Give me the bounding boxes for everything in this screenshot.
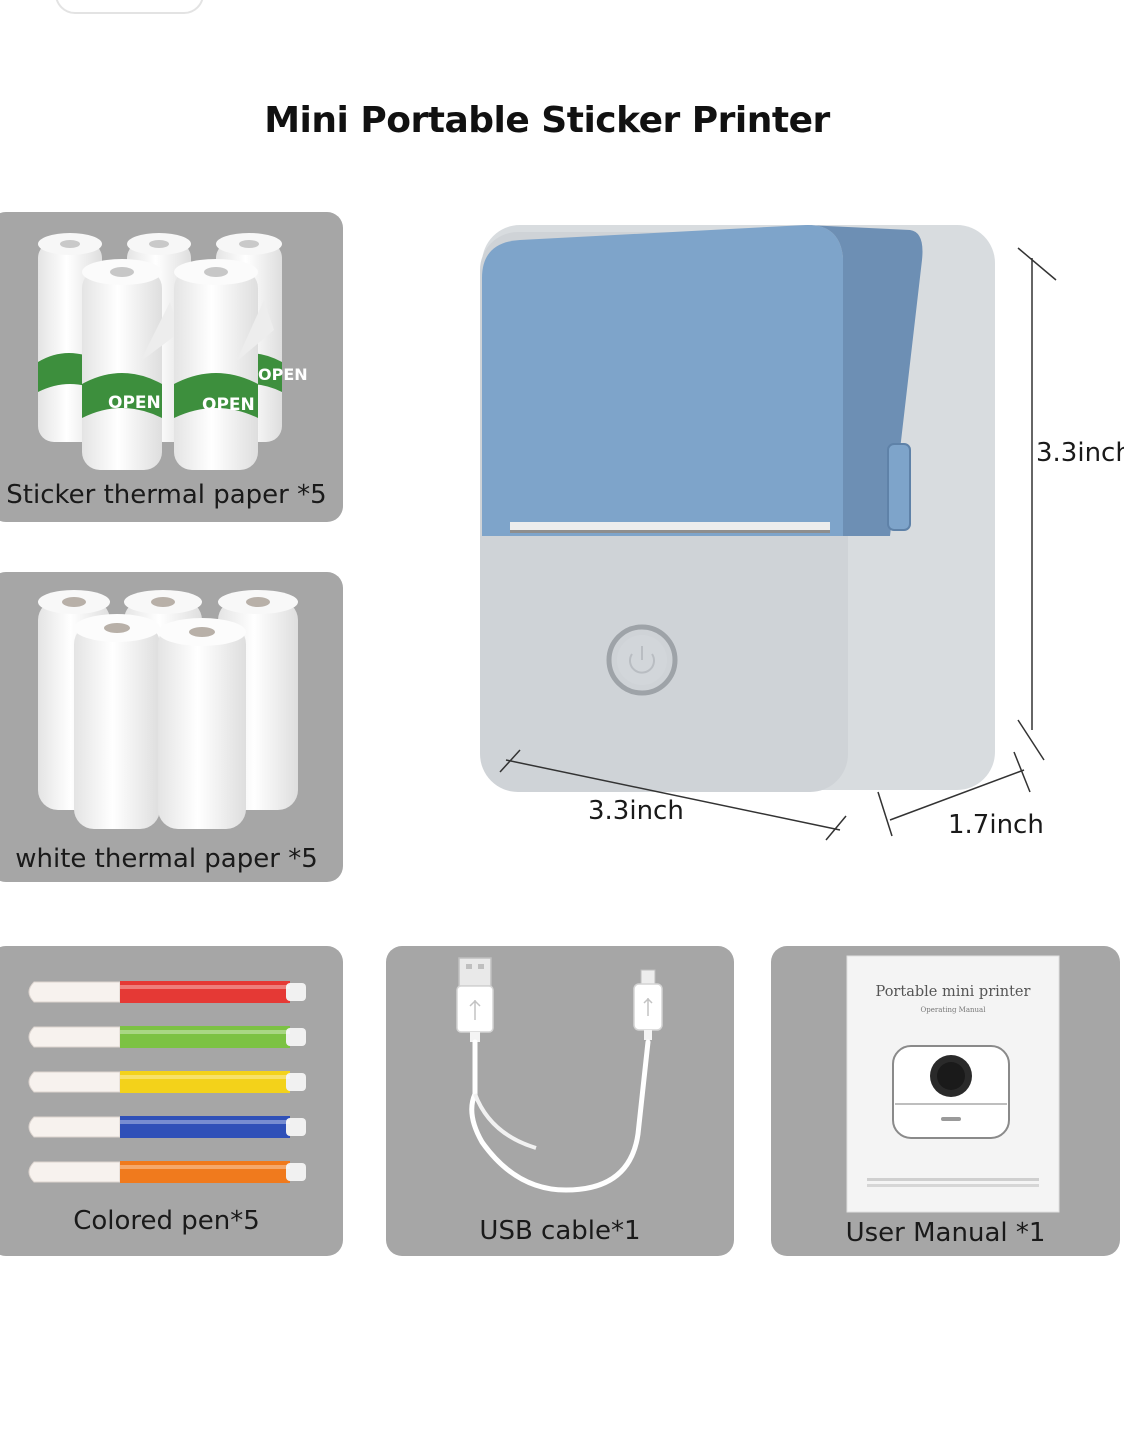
card-colored-pens: Colored pen*5: [0, 946, 343, 1256]
manual-title: Portable mini printer: [876, 984, 1031, 1000]
sticker-paper-label: Sticker thermal paper *5: [6, 480, 327, 510]
depth-dimension: 1.7inch: [948, 810, 1044, 840]
colored-pen: [28, 1071, 306, 1093]
usb-cable-label: USB cable*1: [479, 1216, 641, 1246]
power-button-icon: [606, 624, 678, 696]
width-dimension: 3.3inch: [588, 796, 684, 826]
usb-a-icon: [456, 957, 494, 1042]
colored-pen: [28, 981, 306, 1003]
printer-image: [480, 224, 1057, 841]
sticker-rolls-image: OPEN OPEN OPEN: [38, 233, 308, 470]
colored-pen-label: Colored pen*5: [73, 1206, 260, 1236]
card-usb-cable: USB cable*1: [386, 946, 734, 1256]
white-paper-label: white thermal paper *5: [15, 844, 318, 874]
card-user-manual: Portable mini printer Operating Manual U…: [771, 946, 1120, 1256]
user-manual-image: Portable mini printer Operating Manual: [846, 955, 1060, 1213]
roll-open-text: OPEN: [108, 393, 161, 413]
user-manual-label: User Manual *1: [845, 1218, 1046, 1248]
usb-cable-image: [456, 957, 663, 1193]
colored-pen: [28, 1116, 306, 1138]
micro-usb-icon: [633, 969, 663, 1040]
roll-open-text: OPEN: [258, 365, 308, 384]
roll-open-text: OPEN: [202, 395, 255, 415]
dimension-lines: [499, 247, 1057, 841]
height-dimension: 3.3inch: [1036, 438, 1124, 468]
white-rolls-image: [38, 590, 298, 829]
card-white-paper: white thermal paper *5: [0, 572, 343, 882]
card-sticker-paper: OPEN OPEN OPEN Sticker thermal paper *5: [0, 212, 343, 522]
page-title: Mini Portable Sticker Printer: [264, 100, 830, 141]
colored-pen: [28, 1161, 306, 1183]
colored-pen: [28, 1026, 306, 1048]
manual-subtitle: Operating Manual: [921, 1006, 987, 1014]
pens-image: [28, 981, 306, 1183]
top-tab-pill[interactable]: [55, 0, 204, 14]
